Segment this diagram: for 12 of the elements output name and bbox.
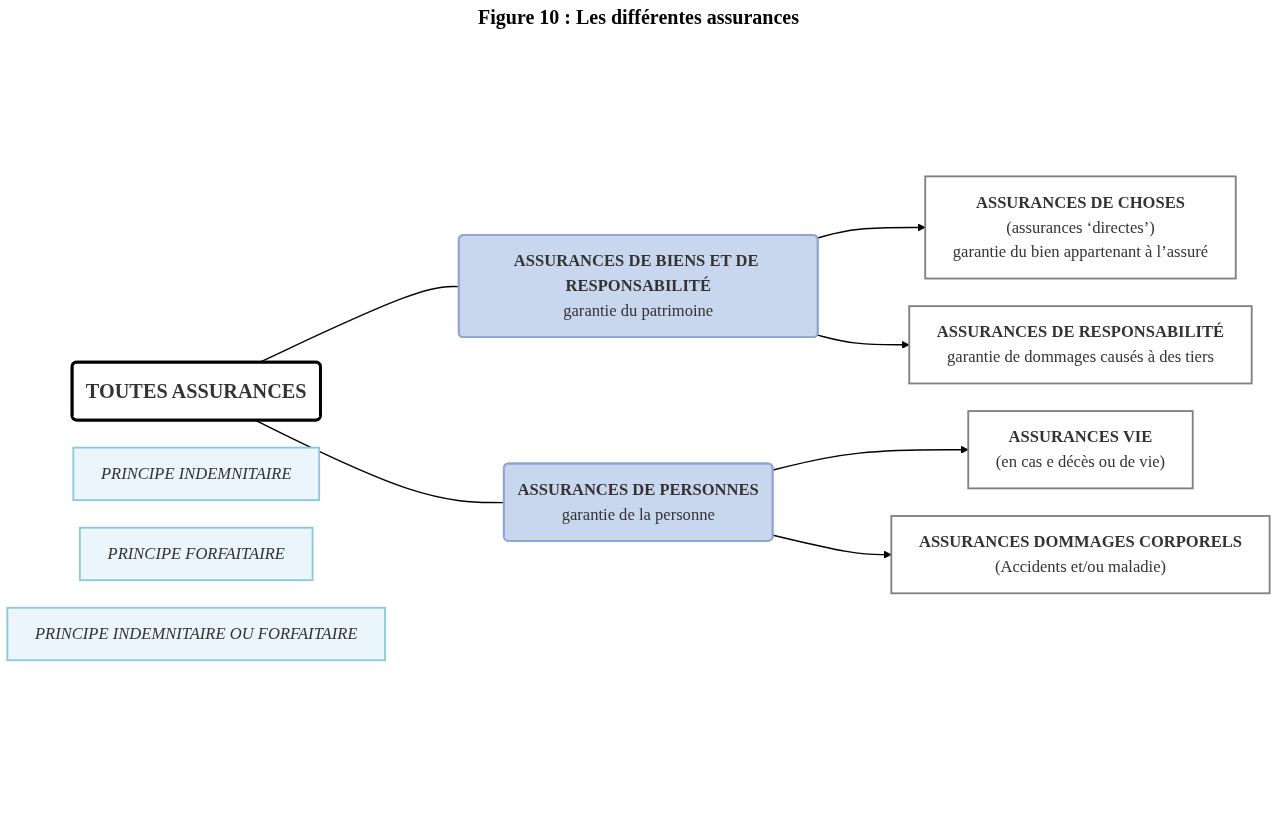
- node-box: ASSURANCES DE CHOSES (assurances ‘directes’) garantie du bien appartenant à l’assuré: [924, 175, 1237, 280]
- node-box: PRINCIPE INDEMNITAIRE: [72, 446, 321, 501]
- arrow: [816, 334, 910, 349]
- arrow: [772, 534, 892, 559]
- node-box: ASSURANCES VIE (en cas e décès ou de vie): [967, 409, 1194, 489]
- arrow: [816, 223, 926, 239]
- figure-title: Figure 10 : Les différentes assurances: [477, 6, 800, 29]
- node-box: ASSURANCES DE RESPONSABILITÉ garantie de dommages causés à des tiers: [908, 304, 1253, 385]
- node-box: PRINCIPE INDEMNITAIRE OU FORFAITAIRE: [6, 606, 387, 661]
- node-box: ASSURANCES DOMMAGES CORPORELS (Accidents et/ou maladie): [890, 514, 1271, 594]
- node-box: PRINCIPE FORFAITAIRE: [79, 526, 314, 581]
- arrow: [772, 445, 969, 471]
